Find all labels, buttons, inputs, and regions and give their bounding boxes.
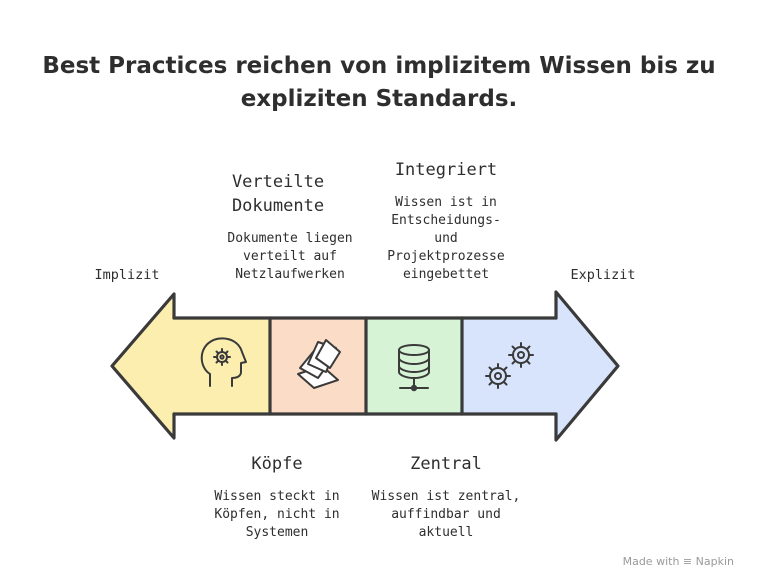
desc-line: Dokumente liegen (227, 231, 353, 246)
desc-line: Systemen (245, 525, 309, 540)
end-label-left: Implizit (94, 267, 160, 283)
desc-line: auffindbar und (391, 507, 501, 522)
database-network-icon (398, 344, 430, 392)
desc-line: und (434, 231, 458, 246)
desc-line: Köpfen, nicht in (214, 507, 340, 522)
desc-line: Wissen ist in (395, 195, 497, 210)
stage-koepfe-title: Köpfe (207, 452, 347, 476)
stage-integriert-title: Integriert (376, 158, 516, 182)
stage-title-line: Verteilte (231, 172, 325, 192)
title-line-1: Best Practices reichen von implizitem Wi… (42, 53, 716, 79)
stage-koepfe-desc: Wissen steckt in Köpfen, nicht in System… (194, 488, 360, 542)
stage-integriert-desc: Wissen ist in Entscheidungs- und Projekt… (366, 194, 526, 284)
segment-integriert-fill (462, 318, 558, 414)
stage-title-line: Köpfe (251, 454, 303, 474)
stage-zentral-desc: Wissen ist zentral, auffindbar und aktue… (356, 488, 536, 542)
made-with-text: Made with (622, 555, 680, 568)
desc-line: Wissen ist zentral, (371, 489, 521, 504)
desc-line: Wissen steckt in (214, 489, 340, 504)
scattered-documents-icon (297, 339, 341, 389)
desc-line: aktuell (418, 525, 474, 540)
right-arrowhead-fill (556, 292, 618, 440)
napkin-brand-text: Napkin (695, 555, 734, 568)
desc-line: Entscheidungs- (391, 213, 501, 228)
stage-title-line: Dokumente (231, 196, 325, 216)
napkin-logo-icon: ≡ (682, 555, 693, 568)
diagram-title: Best Practices reichen von implizitem Wi… (0, 50, 758, 116)
stage-verteilte-dokumente-title: Verteilte Dokumente (208, 170, 348, 218)
desc-line: Netzlaufwerken (235, 267, 345, 282)
title-line-2: expliziten Standards. (240, 86, 518, 112)
stage-title-line: Integriert (394, 160, 498, 180)
stage-zentral-title: Zentral (376, 452, 516, 476)
desc-line: eingebettet (402, 267, 490, 282)
stage-verteilte-dokumente-desc: Dokumente liegen verteilt auf Netzlaufwe… (210, 230, 370, 284)
right-arrowhead-outline (554, 290, 620, 442)
left-arrowhead-fill (112, 294, 174, 438)
left-arrowhead-outline (110, 292, 176, 440)
segment-zentral-fill (366, 318, 462, 414)
end-label-right: Explizit (570, 267, 636, 283)
gears-icon (485, 342, 534, 389)
stage-title-line: Zentral (410, 454, 482, 474)
desc-line: verteilt auf (243, 249, 337, 264)
head-gear-icon (200, 337, 247, 387)
desc-line: Projektprozesse (387, 249, 505, 264)
made-with-napkin-badge[interactable]: Made with ≡ Napkin (623, 555, 734, 568)
